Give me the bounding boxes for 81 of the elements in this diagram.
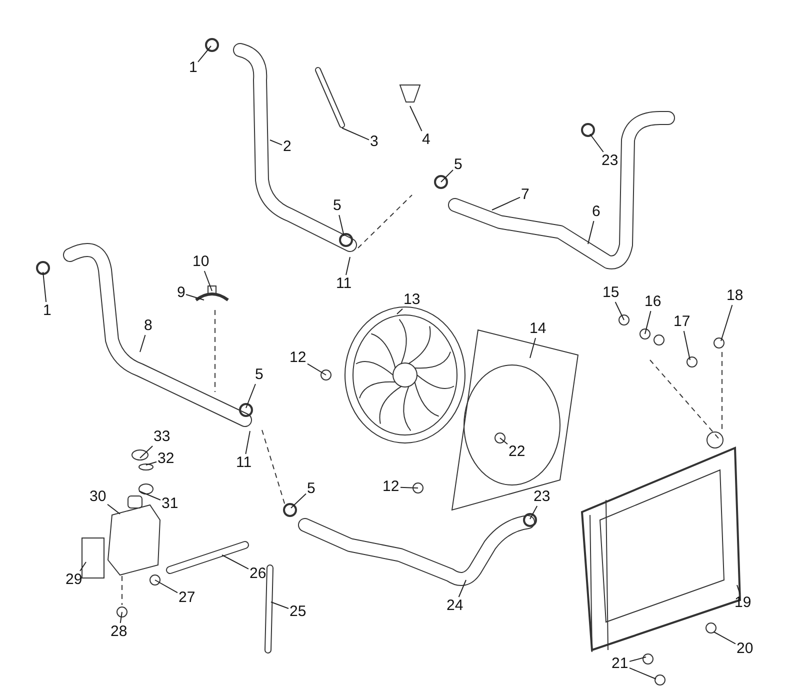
leader-line [644, 310, 652, 334]
callout-number: 23 [602, 153, 618, 169]
leader-line [120, 612, 122, 624]
leader-line [588, 220, 594, 244]
callout-number: 18 [726, 288, 744, 304]
callout-number: 32 [158, 451, 174, 467]
callout-number: 5 [255, 367, 264, 383]
leader-line [346, 256, 350, 276]
leader-line [458, 580, 466, 598]
leader-line [530, 338, 536, 358]
callout-number: 19 [734, 595, 752, 611]
leader-line [222, 554, 249, 570]
leader-line [307, 363, 326, 376]
callout-number: 10 [192, 254, 210, 270]
callout-number: 31 [162, 496, 178, 512]
callout-number: 24 [446, 598, 464, 614]
callout-number: 21 [612, 656, 628, 672]
leader-line [290, 493, 306, 508]
leader-line [492, 196, 520, 210]
leader-line [270, 140, 282, 146]
callout-number: 13 [404, 292, 420, 308]
leader-line [245, 430, 250, 454]
leader-line [720, 304, 733, 342]
callout-number: 12 [290, 350, 306, 366]
callout-number: 1 [43, 303, 52, 319]
leader-line [614, 302, 624, 320]
leader-line [146, 461, 157, 466]
callout-number: 17 [674, 314, 690, 330]
leader-line [400, 486, 418, 488]
leader-line [530, 506, 538, 520]
leader-line [410, 106, 422, 132]
leader-line [629, 667, 656, 680]
callout-number: 23 [534, 489, 550, 505]
leader-line [107, 504, 120, 514]
leader-line [714, 632, 736, 644]
leader-line [342, 128, 370, 140]
callout-number: 4 [422, 132, 430, 148]
callout-number: 28 [110, 624, 128, 640]
leader-line [683, 330, 690, 360]
callout-number: 11 [336, 276, 352, 292]
callout-number: 14 [530, 321, 546, 337]
leader-line [204, 270, 212, 292]
callout-number: 5 [454, 157, 462, 173]
callout-number: 22 [508, 444, 526, 460]
callout-number: 7 [521, 187, 530, 203]
callout-number: 20 [736, 641, 754, 657]
callout-number: 1 [189, 60, 198, 76]
callout-number: 12 [382, 479, 400, 495]
callout-number: 15 [602, 285, 620, 301]
leader-line [736, 584, 740, 594]
leader-line [198, 46, 212, 62]
callout-number: 16 [644, 294, 662, 310]
leader-line [246, 384, 256, 408]
leader-line [500, 438, 508, 445]
leader-line [140, 446, 154, 458]
callout-number: 6 [592, 204, 600, 220]
leader-line [42, 272, 47, 302]
leader-line [338, 214, 344, 236]
leader-line [590, 134, 604, 152]
leader-line [138, 490, 161, 501]
callout-number: 25 [290, 604, 306, 620]
callout-number: 5 [333, 198, 342, 214]
leader-line [629, 656, 646, 662]
leader-line [270, 602, 289, 609]
callout-number: 33 [154, 429, 170, 445]
leader-line [154, 580, 178, 594]
leader-line [140, 334, 146, 352]
callout-number: 9 [177, 285, 186, 301]
leader-line [80, 562, 86, 572]
callout-number: 5 [307, 481, 316, 497]
leader-line [440, 170, 454, 182]
callout-number: 3 [370, 134, 378, 150]
callout-number: 26 [250, 566, 266, 582]
leader-line [396, 308, 403, 314]
callout-number: 8 [144, 318, 152, 334]
callout-number: 27 [178, 590, 196, 606]
leader-line [186, 294, 204, 300]
callout-number: 30 [90, 489, 106, 505]
callout-number: 29 [66, 572, 82, 588]
callout-number: 11 [236, 455, 252, 471]
callout-number: 2 [283, 139, 292, 155]
